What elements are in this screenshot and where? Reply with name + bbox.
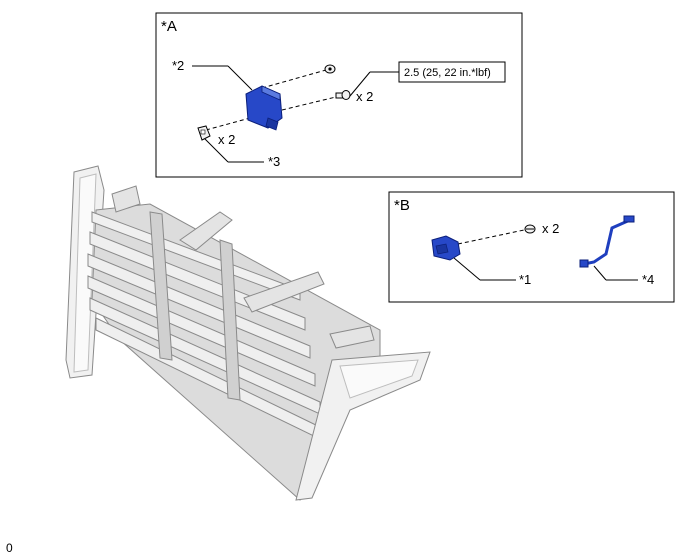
screw-icon (524, 224, 536, 234)
install-line-b (457, 229, 525, 245)
callout-4: *4 (642, 272, 654, 287)
quantity-screw-b: x 2 (542, 221, 559, 236)
torque-spec-box (398, 61, 506, 83)
view-b-frame (388, 191, 675, 303)
detail-view-a: *A (155, 12, 523, 178)
page-mark: 0 (6, 541, 13, 555)
install-line-lower (281, 95, 341, 111)
quantity-clip-a: x 2 (218, 132, 235, 147)
leader-line-3 (203, 137, 229, 163)
part-4-wire-harness (579, 215, 635, 268)
quantity-bolt-a: x 2 (356, 89, 373, 104)
part-2-sensor-assembly (245, 85, 283, 131)
leader-line-2b (227, 65, 253, 91)
detail-view-b: *B *1 *4 x 2 (388, 191, 675, 303)
leader-line-4 (593, 265, 607, 281)
callout-1: *1 (519, 272, 531, 287)
callout-3: *3 (268, 154, 280, 169)
callout-2: *2 (172, 58, 184, 73)
radiator-grille-illustration (65, 165, 431, 501)
part-1-sensor (431, 235, 461, 261)
torque-spec-text: 2.5 (25, 22 in.*lbf) (404, 67, 491, 79)
leader-line-torque (349, 71, 371, 97)
view-b-label: *B (394, 197, 410, 214)
view-a-label: *A (161, 18, 177, 35)
clip-icon (197, 125, 211, 141)
bolt-icon (324, 64, 336, 74)
leader-line-1 (453, 257, 481, 281)
bolt-icon (335, 90, 351, 100)
